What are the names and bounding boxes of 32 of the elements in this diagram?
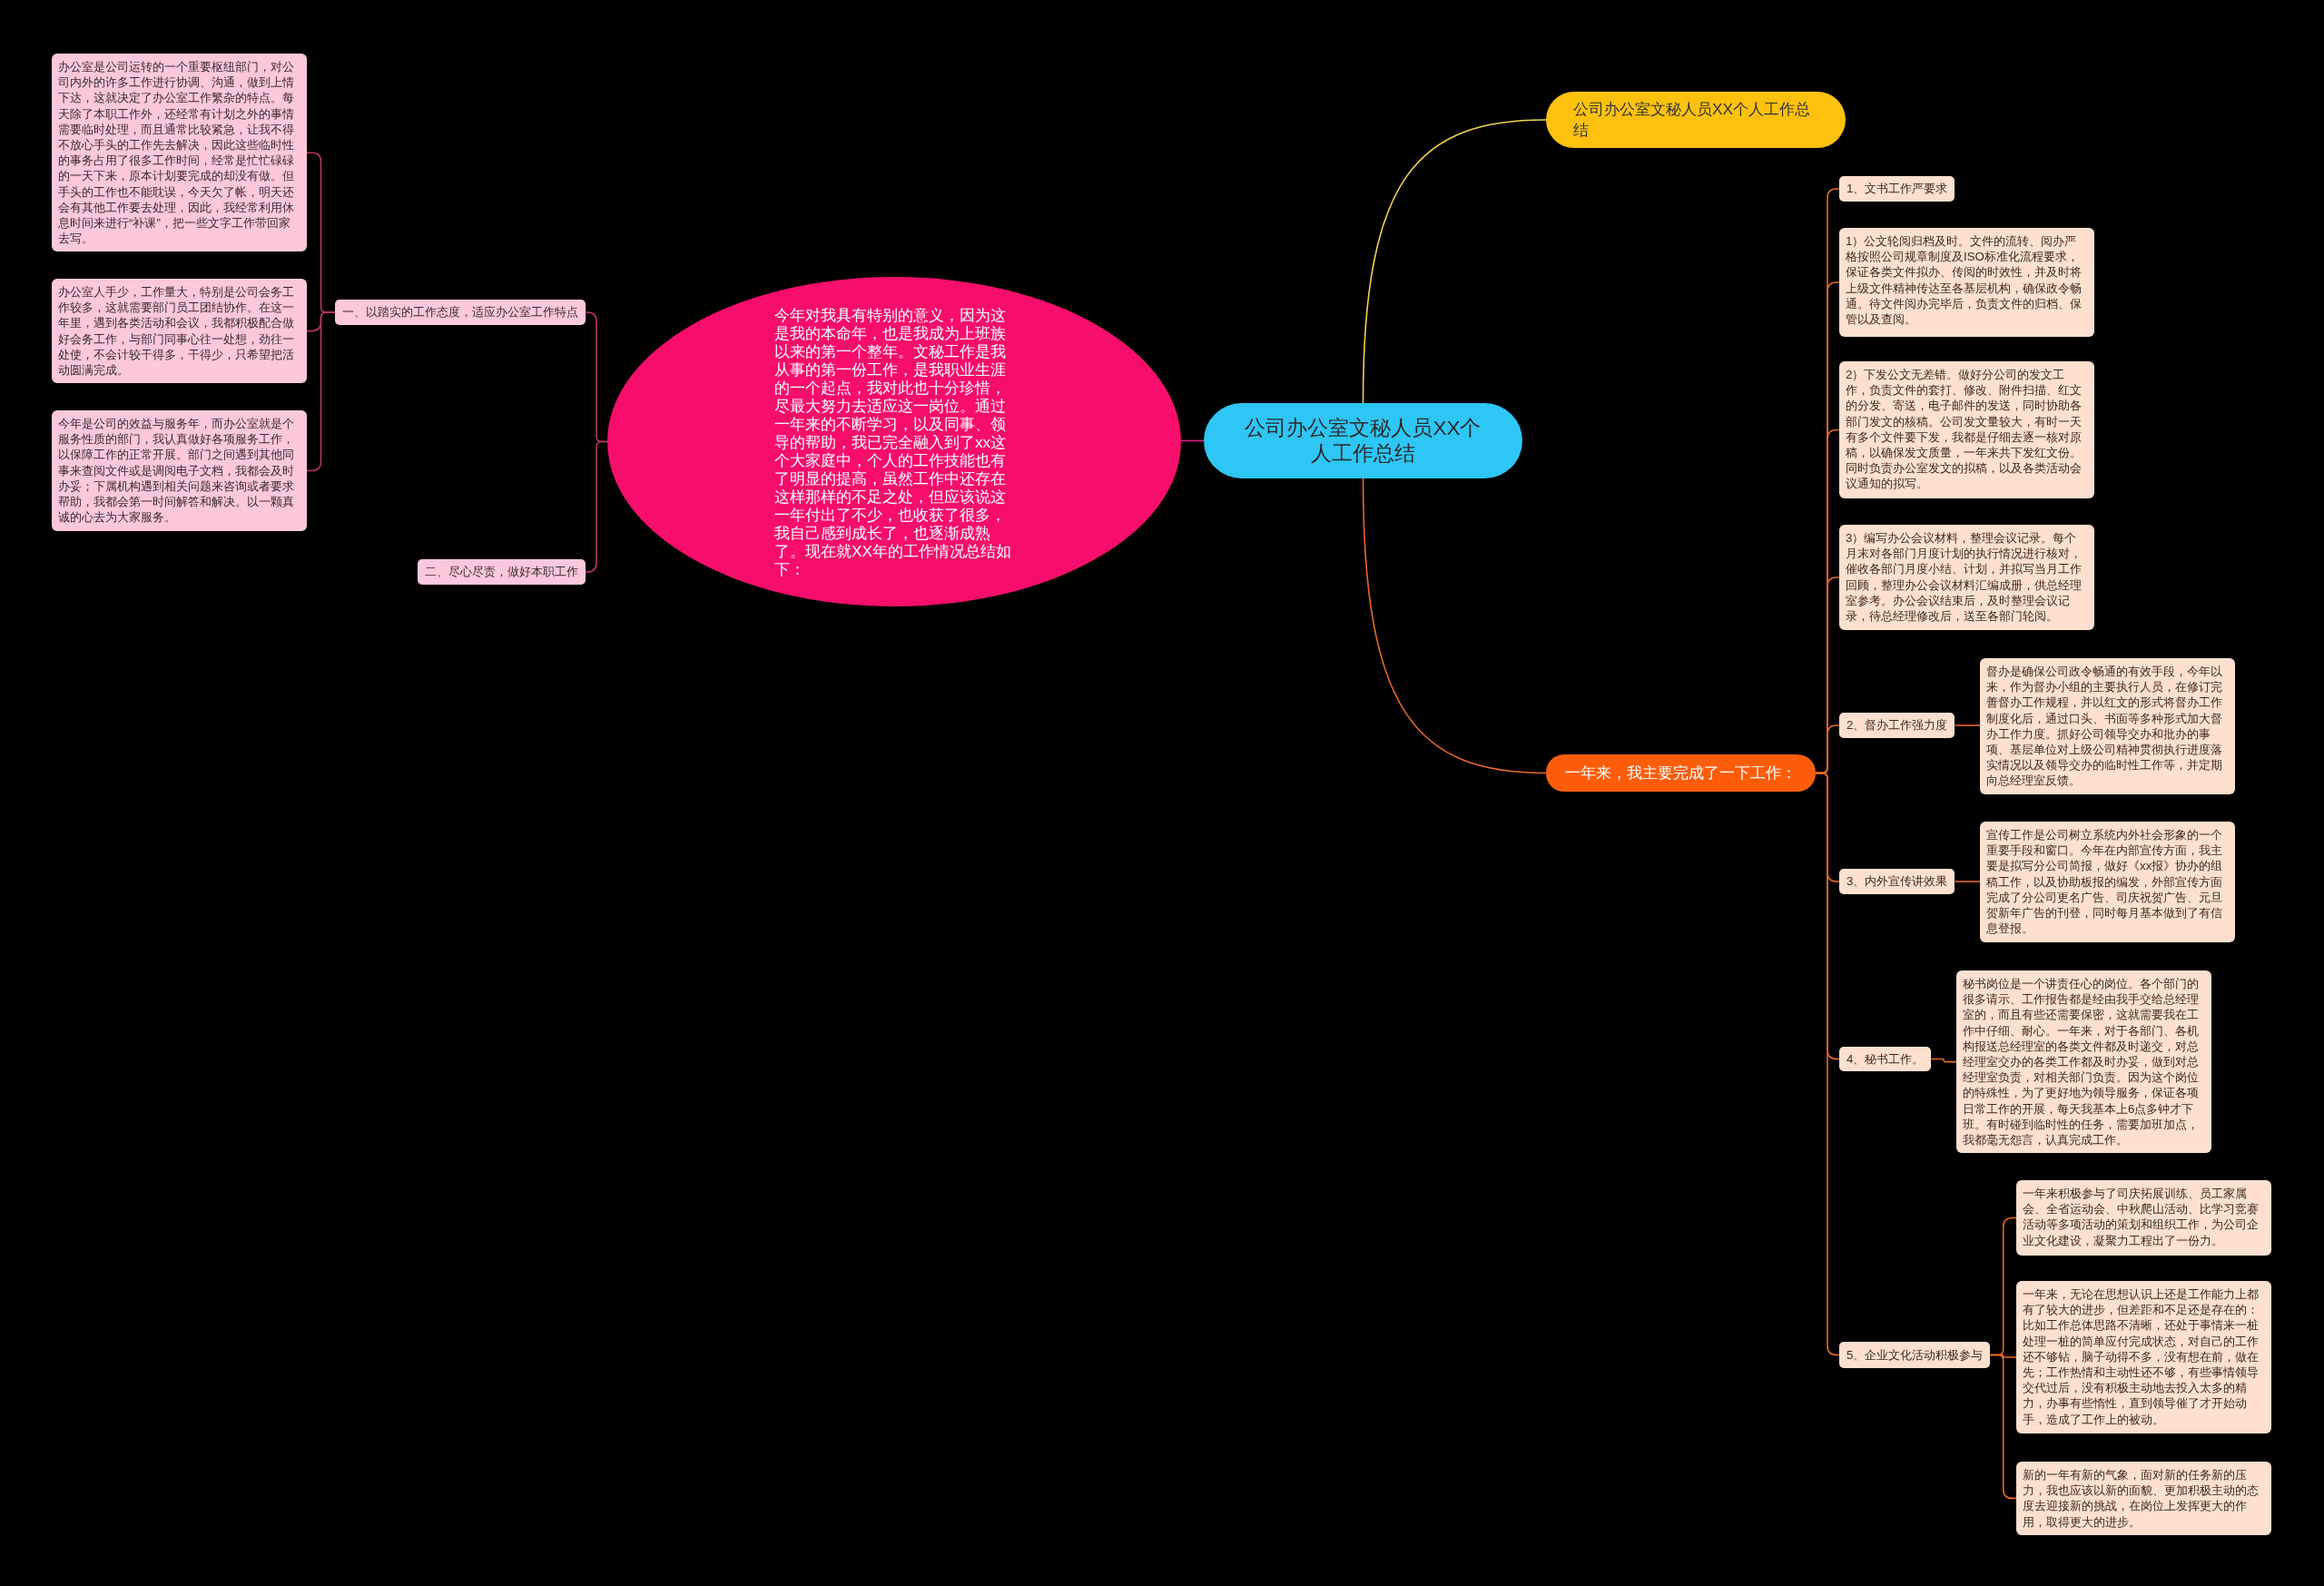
subtopic-tag: 3、内外宣传讲效果 [1839,869,1955,894]
subtopic-tag: 2、督办工作强力度 [1839,713,1955,738]
subtopic-tag: 4、秘书工作。 [1839,1047,1932,1071]
subtopic-tag: 一、以踏实的工作态度，适应办公室工作特点 [335,300,586,325]
connector-line [1815,772,1840,1356]
note-card: 新的一年有新的气象，面对新的任务新的压力，我也应该以新的面貌、更加积极主动的态度去迎接新的挑战，在岗位上发挥更大的作用，取得更大的进步。 [2016,1462,2271,1535]
note-card: 一年来积极参与了司庆拓展训练、员工家属会、全省运动会、中秋爬山活动、比学习竞赛活动等多项活动的策划和组织工作，为公司企业文化建设，凝聚力工程出了一份力。 [2016,1180,2271,1256]
note-card: 秘书岗位是一个讲责任心的岗位。各个部门的很多请示、工作报告都是经由我手交给总经理室的，而且有些还需要保密，这就需要我在工作中仔细、耐心。一年来，对于各部门、各机构报送总经理室的各类文件都及时递交，对总经理室交办的各类工作都及时办妥，做到对总经理室负责，对相关部门负责。因为这个岗位的特殊性，为了更好地为领导服务，保证各项日常工作的开展，每天我基本上6点多钟才下班。有时碰到临时性的任务，需要加班加点，我都毫无怨言，认真完成工作。 [1956,970,2211,1154]
note-card: 1）公文轮阅归档及时。文件的流转、阅办严格按照公司规章制度及ISO标准化流程要求，保证各类文件拟办、传阅的时效性，并及时将上级文件精神传达至各基层机构，确保政令畅通。待文件阅办完毕后，负责文件的归档、保管以及查阅。 [1839,228,2094,337]
text-ellipse: 今年对我具有特别的意义，因为这是我的本命年，也是我成为上班族以来的第一个整年。文秘工作是我从事的第一份工作，是我职业生涯的一个起点，我对此也十分珍惜，尽最大努力去适应这一岗位。通过一年来的不断学习，以及同事、领导的帮助，我已完全融入到了xx这个大家庭中，个人的工作技能也有了明显的提高，虽然工作中还存在这样那样的不足之处，但应该说这一年付出了不少，也收获了很多，我自己感到成长了，也逐渐成熟了。现在就XX年的工作情况总结如下： [607,277,1181,606]
subtopic-tag: 二、尽心尽责，做好本职工作 [418,559,586,585]
note-card: 宣传工作是公司树立系统内外社会形象的一个重要手段和窗口。今年在内部宣传方面，我主要是拟写分公司简报，做好《xx报》协办的组稿工作，以及协助板报的编发，外部宣传方面完成了分公司更名广告、司庆祝贺广告、元旦贺新年广告的刊登，同时每月基本做到了有信息登报。 [1980,822,2235,942]
connector-line [1954,881,1981,882]
connector-line [1930,1058,1957,1063]
note-card: 办公室是公司运转的一个重要枢纽部门，对公司内外的许多工作进行协调、沟通，做到上情下达，这就决定了办公室工作繁杂的特点。每天除了本职工作外，还经常有计划之外的事情需要临时处理，而且通常比较紧急，让我不得不放心手头的工作先去解决，因此这些临时性的事务占用了很多工作时间，经常是忙忙碌碌的一天下来，原本计划要完成的却没有做。但手头的工作也不能耽误，今天欠了帐，明天还会有其他工作要去处理，因此，我经常利用休息时间来进行“补课”，把一些文字工作带回家去写。 [52,54,307,252]
connector-line [1989,1354,2017,1500]
connector-line [1362,478,1547,774]
branch-pill: 一年来，我主要完成了一下工作： [1546,754,1816,792]
connector-line [1362,119,1547,404]
topic-pill: 公司办公室文秘人员XX个人工作总结 [1204,403,1522,478]
subtopic-tag: 5、企业文化活动积极参与 [1839,1342,1991,1368]
note-card: 今年是公司的效益与服务年，而办公室就是个服务性质的部门，我认真做好各项服务工作，以保障工作的正常开展。部门之间遇到其他同事来查阅文件或是调阅电子文档，我都会及时办妥；下属机构遇到相关问题来咨询或者要求帮助，我都会第一时间解答和解决。以一颗真诚的心去为大家服务。 [52,410,307,531]
note-card: 办公室人手少，工作量大，特别是公司会务工作较多，这就需要部门员工团结协作。在这一年里，遇到各类活动和会议，我都积极配合做好会务工作，与部门同事心往一处想，劲往一处使，不会计较干得多，干得少，只希望把活动圆满完成。 [52,279,307,384]
connector-line [585,440,608,573]
connector-line [1954,724,1981,726]
connector-line [1180,439,1205,442]
subtopic-tag: 1、文书工作严要求 [1839,176,1955,202]
note-card: 督办是确保公司政令畅通的有效手段，今年以来，作为督办小组的主要执行人员，在修订完善督办工作规程，并以红文的形式将督办工作制度化后，通过口头、书面等多种形式加大督办工作力度。抓好公司领导交办和批办的事项、基层单位对上级公司精神贯彻执行进度落实情况以及领导交办的临时性工作等，并定期向总经理室反馈。 [1980,658,2235,794]
note-card: 2）下发公文无差错。做好分公司的发文工作，负责文件的套打、修改、附件扫描、红文的分发、寄送，电子邮件的发送，同时协助各部门发文的核稿。公司发文量较大，有时一天有多个文件要下发，我都是仔细去逐一核对原稿，以确保发文质量，一年来共下发红文份。同时负责办公室发文的拟稿，以及各类活动会议通知的拟写。 [1839,361,2094,498]
branch-pill: 公司办公室文秘人员XX个人工作总结 [1546,92,1846,148]
note-card: 3）编写办公会议材料，整理会议记录。每个月末对各部门月度计划的执行情况进行核对，催收各部门月度小结、计划，并拟写当月工作回顾，整理办公会议材料汇编成册，供总经理室参考。办公会议结束后，及时整理会议记录，待总经理修改后，送至各部门轮阅。 [1839,525,2094,630]
note-card: 一年来，无论在思想认识上还是工作能力上都有了较大的进步，但差距和不足还是存在的：比如工作总体思路不清晰，还处于事情来一桩处理一桩的简单应付完成状态，对自己的工作还不够钻，脑子动得不多，没有想在前，做在先；工作热情和主动性还不够，有些事情领导交代过后，没有积极主动地去投入太多的精力，办事有些惰性，直到领导催了才开始动手，造成了工作上的被动。 [2016,1281,2271,1433]
